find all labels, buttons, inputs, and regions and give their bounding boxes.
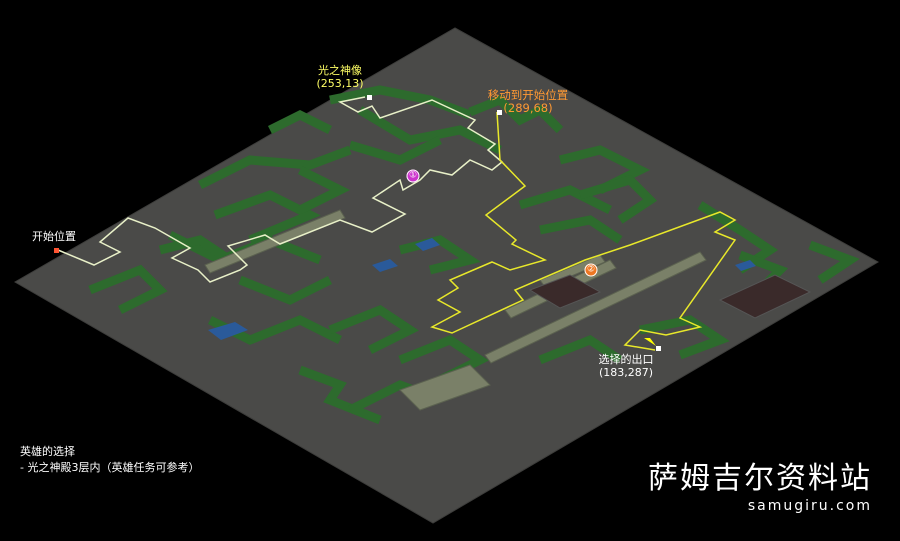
map-note: 英雄的选择 - 光之神殿3层内（英雄任务可参考） (20, 444, 199, 476)
note-title: 英雄的选择 (20, 445, 75, 458)
statue-name: 光之神像 (317, 64, 362, 77)
route-yellow (430, 111, 737, 351)
exit-coords: (183,287) (598, 366, 654, 379)
start-point (54, 248, 59, 253)
exit-point (656, 346, 661, 351)
statue-coords: (253,13) (316, 77, 364, 90)
exit-label: 选择的出口 (183,287) (599, 353, 654, 379)
map-floor (13, 27, 880, 524)
move-to-start-coords: (289,68) (503, 101, 553, 115)
brand-title: 萨姆吉尔资料站 (648, 461, 872, 496)
start-name: 开始位置 (32, 230, 76, 243)
exit-name: 选择的出口 (598, 353, 654, 366)
move-to-start-name: 移动到开始位置 (487, 88, 569, 102)
dungeon-corridors (88, 85, 860, 425)
dark-rooms (528, 274, 812, 319)
route-white (57, 96, 504, 283)
statue-label: 光之神像 (253,13) (316, 64, 363, 90)
brand-watermark: 萨姆吉尔资料站 samugiru.com (648, 461, 872, 515)
start-label: 开始位置 (32, 230, 76, 243)
exit-arrow-icon (644, 338, 656, 346)
move-to-start-point (497, 110, 502, 115)
move-to-start-label: 移动到开始位置 (289,68) (488, 89, 569, 115)
water-pools (208, 238, 756, 340)
brand-url: samugiru.com (747, 498, 872, 514)
statue-point (367, 95, 372, 100)
note-detail: - 光之神殿3层内（英雄任务可参考） (20, 461, 200, 474)
route-marker-two: ② (584, 263, 598, 277)
route-marker-one: ① (406, 169, 420, 183)
